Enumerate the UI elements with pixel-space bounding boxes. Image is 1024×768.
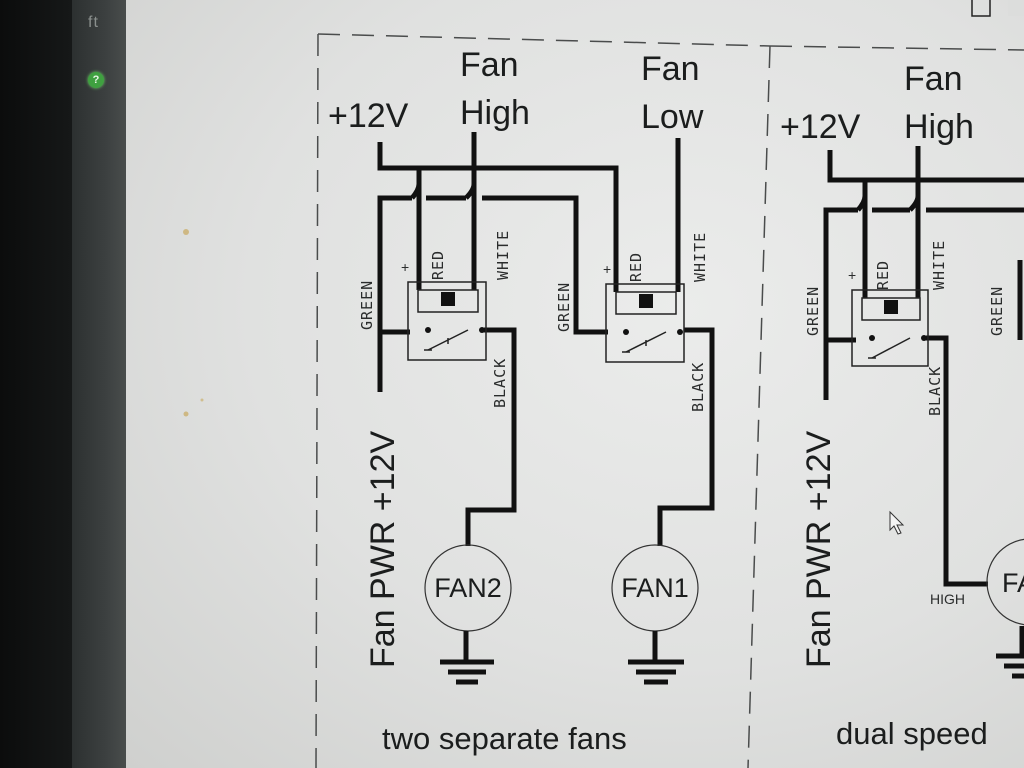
label-fan-low-line1: Fan <box>641 50 700 88</box>
strip-glyph: ft <box>88 14 99 31</box>
label-fan-high-2-line2: High <box>904 108 974 146</box>
wire-12v-bus <box>377 142 619 292</box>
wire-12v-bus-2 <box>827 150 1024 183</box>
label-fan-pwr: Fan PWR +12V <box>364 431 402 668</box>
caption-two-separate-fans: two separate fans <box>382 721 627 756</box>
label-fan-high-line2: High <box>460 94 530 132</box>
app-side-strip <box>72 0 128 768</box>
fan-partial-circle <box>986 538 1024 626</box>
label-high: HIGH <box>930 591 965 607</box>
relay-c-green-label: GREEN <box>804 286 822 336</box>
wire-green-a <box>377 292 410 335</box>
relay-a-green-label: GREEN <box>358 280 376 330</box>
label-fan-high-2-line1: Fan <box>904 60 963 98</box>
panel1-frame-top <box>317 33 771 47</box>
label-fan-low-line2: Low <box>641 98 704 136</box>
relay-b-red-label: RED <box>627 252 645 282</box>
relay-d-green-label: GREEN <box>988 286 1006 336</box>
label-fan-pwr-2: Fan PWR +12V <box>800 431 838 668</box>
wire-green-2 <box>823 300 856 343</box>
wire-green-b <box>482 195 608 335</box>
ground-symbol-fan1 <box>628 631 684 685</box>
fan2-label: FAN2 <box>434 573 502 603</box>
relay-c <box>851 289 929 367</box>
relay-c-red-label: RED <box>874 260 892 290</box>
screen-speck <box>183 411 189 417</box>
wire-black-2 <box>926 335 988 587</box>
fan1-label: FAN1 <box>621 573 689 603</box>
wire-fanpwr-a <box>377 195 412 392</box>
wire-black-b <box>657 327 715 546</box>
relay-b-plus: + <box>603 261 611 277</box>
relay-c-black-label: BLACK <box>926 366 944 416</box>
relay-b-black-label: BLACK <box>689 362 707 412</box>
screen-speck <box>200 398 204 402</box>
document-page <box>126 0 1024 768</box>
fan-partial-label: FA <box>1002 568 1024 598</box>
wire-black-a <box>465 327 517 546</box>
corner-window-control[interactable] <box>971 0 991 17</box>
relay-a <box>407 281 487 361</box>
panel-two-separate-fans: +12V Fan High Fan Low <box>328 46 715 756</box>
panel1-frame-left <box>315 33 319 768</box>
relay-c-plus: + <box>848 267 856 283</box>
corner-window-control-right[interactable] <box>1008 0 1024 16</box>
relay-a-red-label: RED <box>429 250 447 280</box>
relay-b <box>605 283 685 363</box>
screen-speck <box>183 229 189 235</box>
panel-divider <box>747 45 771 768</box>
relay-a-white-label: WHITE <box>494 230 512 280</box>
label-fan-high-line1: Fan <box>460 46 519 84</box>
relay-b-green-label: GREEN <box>555 282 573 332</box>
label-12v: +12V <box>328 97 409 135</box>
ground-symbol-partial <box>996 626 1024 679</box>
panel-dual-speed: +12V Fan High + RED WHITE GREEN BLACK GR… <box>780 60 1024 751</box>
relay-a-black-label: BLACK <box>491 358 509 408</box>
wire-fanpwr-2a <box>823 207 858 400</box>
ground-symbol-fan2 <box>440 631 494 685</box>
panel2-frame-top <box>769 45 1024 51</box>
mouse-pointer-icon <box>889 510 905 535</box>
caption-dual-speed: dual speed <box>836 716 988 751</box>
help-icon[interactable]: ? <box>88 72 104 88</box>
monitor-bezel <box>0 0 72 768</box>
relay-c-white-label: WHITE <box>930 240 948 290</box>
relay-b-white-label: WHITE <box>691 232 709 282</box>
relay-a-plus: + <box>401 259 409 275</box>
label-12v-2: +12V <box>780 108 861 146</box>
